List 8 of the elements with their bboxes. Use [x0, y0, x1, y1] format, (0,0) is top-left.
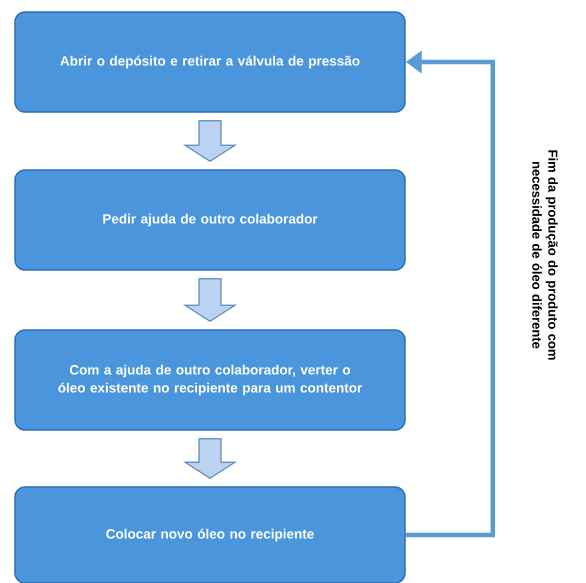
- block-arrow: [182, 278, 238, 322]
- block-arrow: [182, 438, 238, 479]
- process-box: Pedir ajuda de outro colaborador: [14, 169, 406, 271]
- block-arrow: [182, 120, 238, 162]
- process-box: Com a ajuda de outro colaborador, verter o óleo existente no recipiente para um contentor: [14, 329, 406, 431]
- process-box: Colocar novo óleo no recipiente: [14, 486, 406, 583]
- edge-label: Fim da produção do produto com necessidade de óleo diferente: [530, 146, 560, 364]
- process-box: Abrir o depósito e retirar a válvula de pressão: [14, 11, 406, 113]
